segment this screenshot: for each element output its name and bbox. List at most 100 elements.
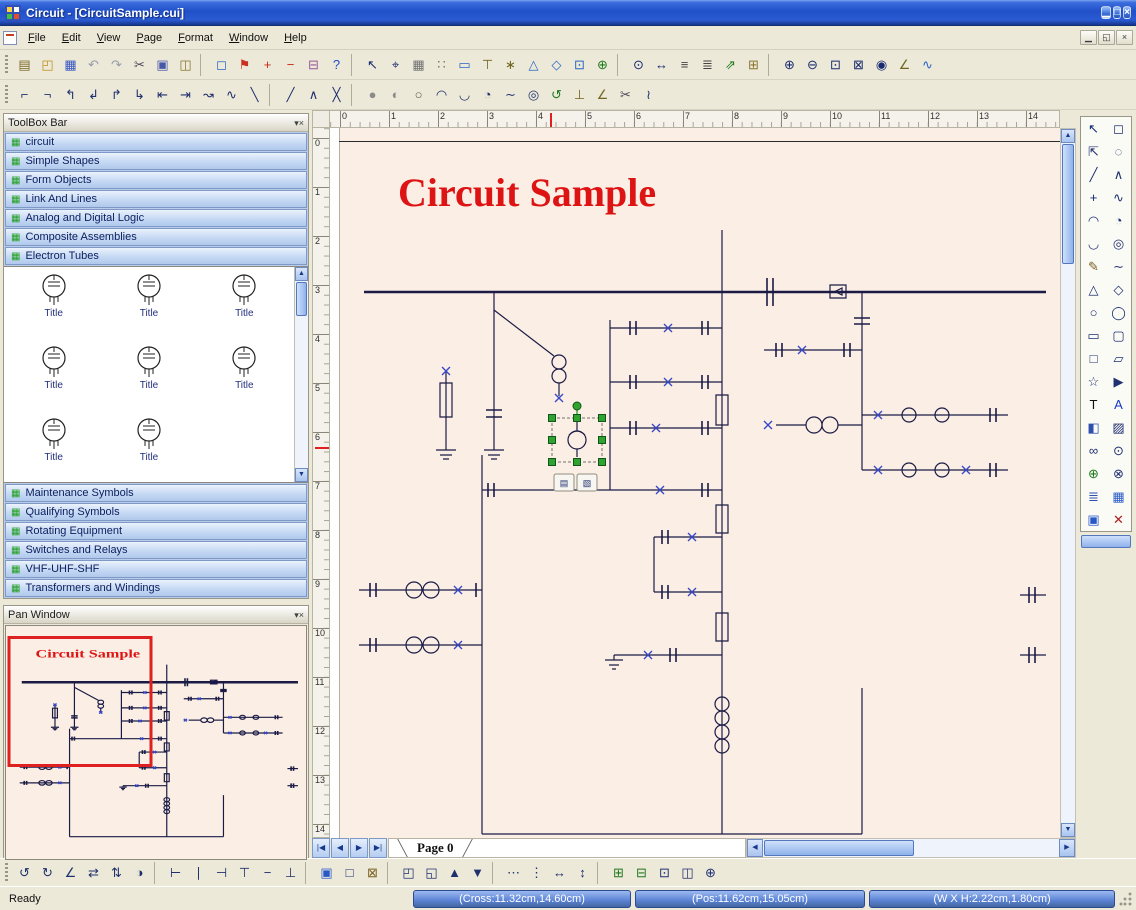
category-analog-and-digital-logic[interactable]: ▦ Analog and Digital Logic xyxy=(5,209,307,227)
dot-grid-icon[interactable]: ∷ xyxy=(437,56,446,72)
same-width-icon[interactable]: ↔ xyxy=(553,865,566,880)
cross-tool-icon[interactable]: + xyxy=(1089,190,1098,205)
scroll-down-icon[interactable]: ▼ xyxy=(1061,823,1075,837)
menu-help[interactable]: Help xyxy=(284,31,307,44)
polygon-tool-icon[interactable]: △ xyxy=(1088,281,1099,297)
angle-icon[interactable]: ∠ xyxy=(596,86,609,102)
palette-item[interactable]: Title xyxy=(6,417,101,482)
remove-item-icon[interactable]: − xyxy=(286,57,295,72)
shape-triangle-icon[interactable]: △ xyxy=(528,56,539,72)
connector-corner-2-icon[interactable]: ¬ xyxy=(43,87,52,102)
merge-icon[interactable]: ⊡ xyxy=(659,864,670,880)
category-electron-tubes[interactable]: ▦ Electron Tubes xyxy=(5,247,307,265)
rounded-rectangle-tool-icon[interactable]: ▢ xyxy=(1112,327,1125,343)
measure-icon[interactable]: ∠ xyxy=(898,56,911,72)
split-icon[interactable]: ◫ xyxy=(681,864,694,880)
category-transformers-and-windings[interactable]: ▦ Transformers and Windings xyxy=(5,579,307,597)
rotate-left-icon[interactable]: ↺ xyxy=(19,864,30,880)
polyline-tool-icon[interactable]: ∧ xyxy=(1113,166,1124,182)
statistics-icon[interactable]: ∿ xyxy=(922,56,933,72)
page-frame-icon[interactable]: ▭ xyxy=(458,56,471,72)
align-bottom-icon[interactable]: ⊥ xyxy=(284,864,297,880)
bezier-tool-icon[interactable]: ∿ xyxy=(1113,189,1124,205)
bring-to-front-icon[interactable]: ◰ xyxy=(402,864,415,880)
star-tool-icon[interactable]: ☆ xyxy=(1087,373,1100,389)
rotate-right-icon[interactable]: ↻ xyxy=(42,864,53,880)
cut-icon[interactable]: ✂ xyxy=(134,56,145,72)
category-maintenance-symbols[interactable]: ▦ Maintenance Symbols xyxy=(5,484,307,502)
send-to-back-icon[interactable]: ◱ xyxy=(425,864,438,880)
close-button[interactable]: × xyxy=(298,609,304,620)
connector-diagonal-icon[interactable]: ╲ xyxy=(250,86,259,102)
arc-quarter-icon[interactable]: ◔ xyxy=(483,87,492,102)
cross-line-icon[interactable]: ╳ xyxy=(332,86,341,102)
spiral-icon[interactable]: ◎ xyxy=(527,86,540,102)
layer-list-tool-icon[interactable]: ≣ xyxy=(1088,488,1099,504)
shape-diamond-icon[interactable]: ◇ xyxy=(551,56,562,72)
rotate-icon[interactable]: ↺ xyxy=(551,86,562,102)
rectangle-tool-icon[interactable]: ▭ xyxy=(1087,327,1100,343)
category-circuit[interactable]: ▦ circuit xyxy=(5,133,307,151)
menu-view[interactable]: View xyxy=(96,31,121,44)
circuit-diagram[interactable]: Circuit Sample xyxy=(330,128,1060,838)
curve-tool-icon[interactable]: ◡ xyxy=(1087,235,1100,251)
category-composite-assemblies[interactable]: ▦ Composite Assemblies xyxy=(5,228,307,246)
redo-icon[interactable]: ↷ xyxy=(111,56,122,72)
trim-icon[interactable]: ✂ xyxy=(620,86,631,102)
horizontal-scrollbar[interactable]: ◀ ▶ xyxy=(746,838,1076,858)
menu-edit[interactable]: Edit xyxy=(61,31,81,44)
category-switches-and-relays[interactable]: ▦ Switches and Relays xyxy=(5,541,307,559)
properties-icon[interactable]: ≡ xyxy=(680,57,689,72)
flip-vertical-icon[interactable]: ⇅ xyxy=(111,864,122,880)
spiral-tool-icon[interactable]: ◎ xyxy=(1112,235,1125,251)
connector-step-left-icon[interactable]: ⇤ xyxy=(157,86,168,102)
palette-item[interactable]: Title xyxy=(101,273,196,345)
zoom-page-icon[interactable]: ⊠ xyxy=(853,56,864,72)
ungroup-icon[interactable]: □ xyxy=(345,865,354,880)
pan-tool-icon[interactable]: ↔ xyxy=(655,57,668,72)
category-simple-shapes[interactable]: ▦ Simple Shapes xyxy=(5,152,307,170)
mirror-icon[interactable]: ◑ xyxy=(135,865,144,880)
text-tool-icon[interactable]: T xyxy=(1089,397,1098,412)
same-height-icon[interactable]: ↕ xyxy=(579,865,586,880)
pointer-icon[interactable]: ↖ xyxy=(367,56,378,72)
scroll-up-icon[interactable]: ▲ xyxy=(1061,129,1075,143)
align-right-icon[interactable]: ⊣ xyxy=(215,864,228,880)
add-item-icon[interactable]: + xyxy=(263,57,272,72)
curve-icon[interactable]: ∼ xyxy=(505,86,516,102)
undo-icon[interactable]: ↶ xyxy=(88,56,99,72)
palette-item[interactable]: Title xyxy=(6,273,101,345)
group-icon[interactable]: ▣ xyxy=(320,864,333,880)
font-tool-icon[interactable]: A xyxy=(1114,397,1123,412)
connector-wave-icon[interactable]: ∿ xyxy=(226,86,237,102)
circle-tool-icon[interactable]: ◯ xyxy=(1111,304,1126,320)
tool-strip-scroll-thumb[interactable] xyxy=(1081,535,1131,548)
page-tab[interactable]: Page 0 xyxy=(397,839,473,857)
minimize-button[interactable]: ▁ xyxy=(1101,6,1112,19)
close-palette-tool-icon[interactable]: ✕ xyxy=(1113,511,1124,527)
mdi-restore-button[interactable]: ◱ xyxy=(1098,30,1115,45)
zoom-tool-icon[interactable]: ⊙ xyxy=(633,56,644,72)
connector-elbow-down-icon[interactable]: ↲ xyxy=(88,86,99,102)
scroll-up-icon[interactable]: ▲ xyxy=(295,267,308,281)
open-icon[interactable]: ◰ xyxy=(41,56,54,72)
scrollbar-thumb[interactable] xyxy=(296,282,307,316)
diamond-tool-icon[interactable]: ◇ xyxy=(1113,281,1124,297)
drawing-canvas[interactable]: Circuit Sample xyxy=(330,128,1060,838)
lasso-tool-icon[interactable]: ◌ xyxy=(1114,144,1123,159)
pie-tool-icon[interactable]: ◔ xyxy=(1114,213,1123,228)
align-center-icon[interactable]: ∣ xyxy=(195,864,202,880)
line-tool-icon[interactable]: ╱ xyxy=(1089,166,1098,182)
eraser-icon[interactable]: ⊟ xyxy=(308,56,319,72)
hatch-tool-icon[interactable]: ▨ xyxy=(1112,419,1125,435)
add-row-icon[interactable]: ⊟ xyxy=(636,864,647,880)
table-icon[interactable]: ⊞ xyxy=(748,56,759,72)
parallelogram-tool-icon[interactable]: ▱ xyxy=(1113,350,1124,366)
category-link-and-lines[interactable]: ▦ Link And Lines xyxy=(5,190,307,208)
pencil-tool-icon[interactable]: ✎ xyxy=(1088,258,1099,274)
palette-item[interactable]: Title xyxy=(6,345,101,417)
pan-viewport-rect[interactable] xyxy=(7,636,153,767)
connector-tool-icon[interactable]: ∞ xyxy=(1088,443,1099,458)
category-vhf-uhf-shf[interactable]: ▦ VHF-UHF-SHF xyxy=(5,560,307,578)
mdi-close-button[interactable]: × xyxy=(1116,30,1133,45)
